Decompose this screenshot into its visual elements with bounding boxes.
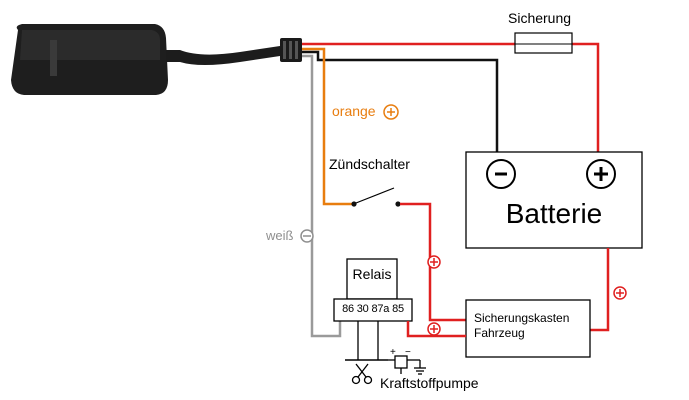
ignition-switch-lever <box>355 187 395 204</box>
fuse-box-label-line1: Sicherungskasten <box>474 311 570 325</box>
fuse-box <box>465 299 591 358</box>
red-plus-indicator-switch <box>427 255 441 269</box>
pump-plus-sign: + <box>390 347 396 358</box>
red-wire-battery-to-fusebox <box>590 248 610 332</box>
black-wire-ground <box>302 50 499 160</box>
orange-wire-ignition <box>302 47 352 206</box>
relay-label: Relais <box>352 266 392 282</box>
fuel-pump-symbol <box>388 355 426 375</box>
fuel-pump-label: Kraftstoffpumpe <box>380 375 479 391</box>
cut-wire-scissors-icon <box>351 363 373 385</box>
fuse-label: Sicherung <box>508 10 572 26</box>
orange-wire-label: orange <box>332 103 376 119</box>
white-wire-label: weiß <box>266 228 294 243</box>
orange-plus-indicator <box>383 104 399 120</box>
white-minus-indicator <box>300 229 314 243</box>
ignition-switch-label: Zündschalter <box>329 156 410 172</box>
pump-minus-sign: − <box>405 347 411 358</box>
relay-pin-block <box>333 298 413 322</box>
battery-label: Batterie <box>505 198 603 229</box>
red-wire-fuse-to-battery <box>572 42 600 160</box>
white-wire-relay <box>302 54 342 338</box>
red-plus-indicator-battery <box>613 286 627 300</box>
fuse-box-label-line2: Fahrzeug <box>474 326 525 340</box>
gps-tracker-device <box>11 24 302 95</box>
relay-pins-label: 86 30 87a 85 <box>342 303 404 315</box>
red-wire-relay-to-fusebox <box>406 321 466 338</box>
fuse-symbol <box>514 32 573 54</box>
red-plus-indicator-relay <box>427 322 441 336</box>
